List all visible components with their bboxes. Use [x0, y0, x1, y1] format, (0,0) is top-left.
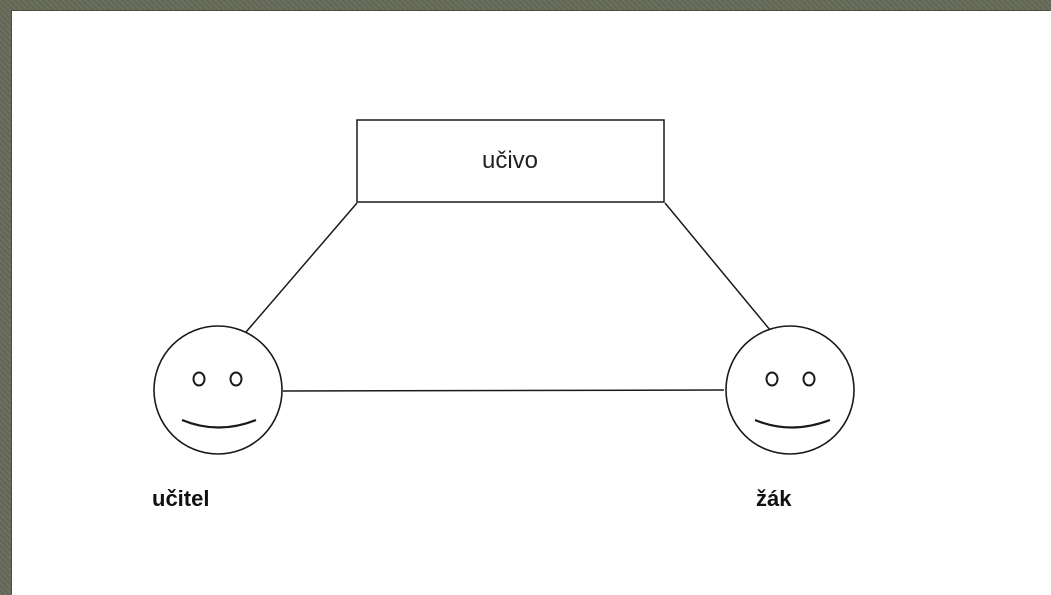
connector-teacher-student — [282, 389, 725, 392]
connector-content-student — [664, 202, 781, 343]
content-box: učivo — [356, 119, 665, 203]
connector-content-teacher — [239, 202, 358, 340]
content-box-label: učivo — [482, 147, 538, 174]
student-label: žák — [756, 486, 792, 511]
slide-sheet: učivo učitel žák — [12, 11, 1051, 595]
teacher-smiley-icon — [153, 325, 283, 455]
teacher-label: učitel — [152, 486, 209, 511]
didactic-triangle-diagram: učivo učitel žák — [152, 119, 855, 511]
student-smiley-icon — [725, 325, 855, 455]
content-box-frame — [356, 119, 665, 203]
